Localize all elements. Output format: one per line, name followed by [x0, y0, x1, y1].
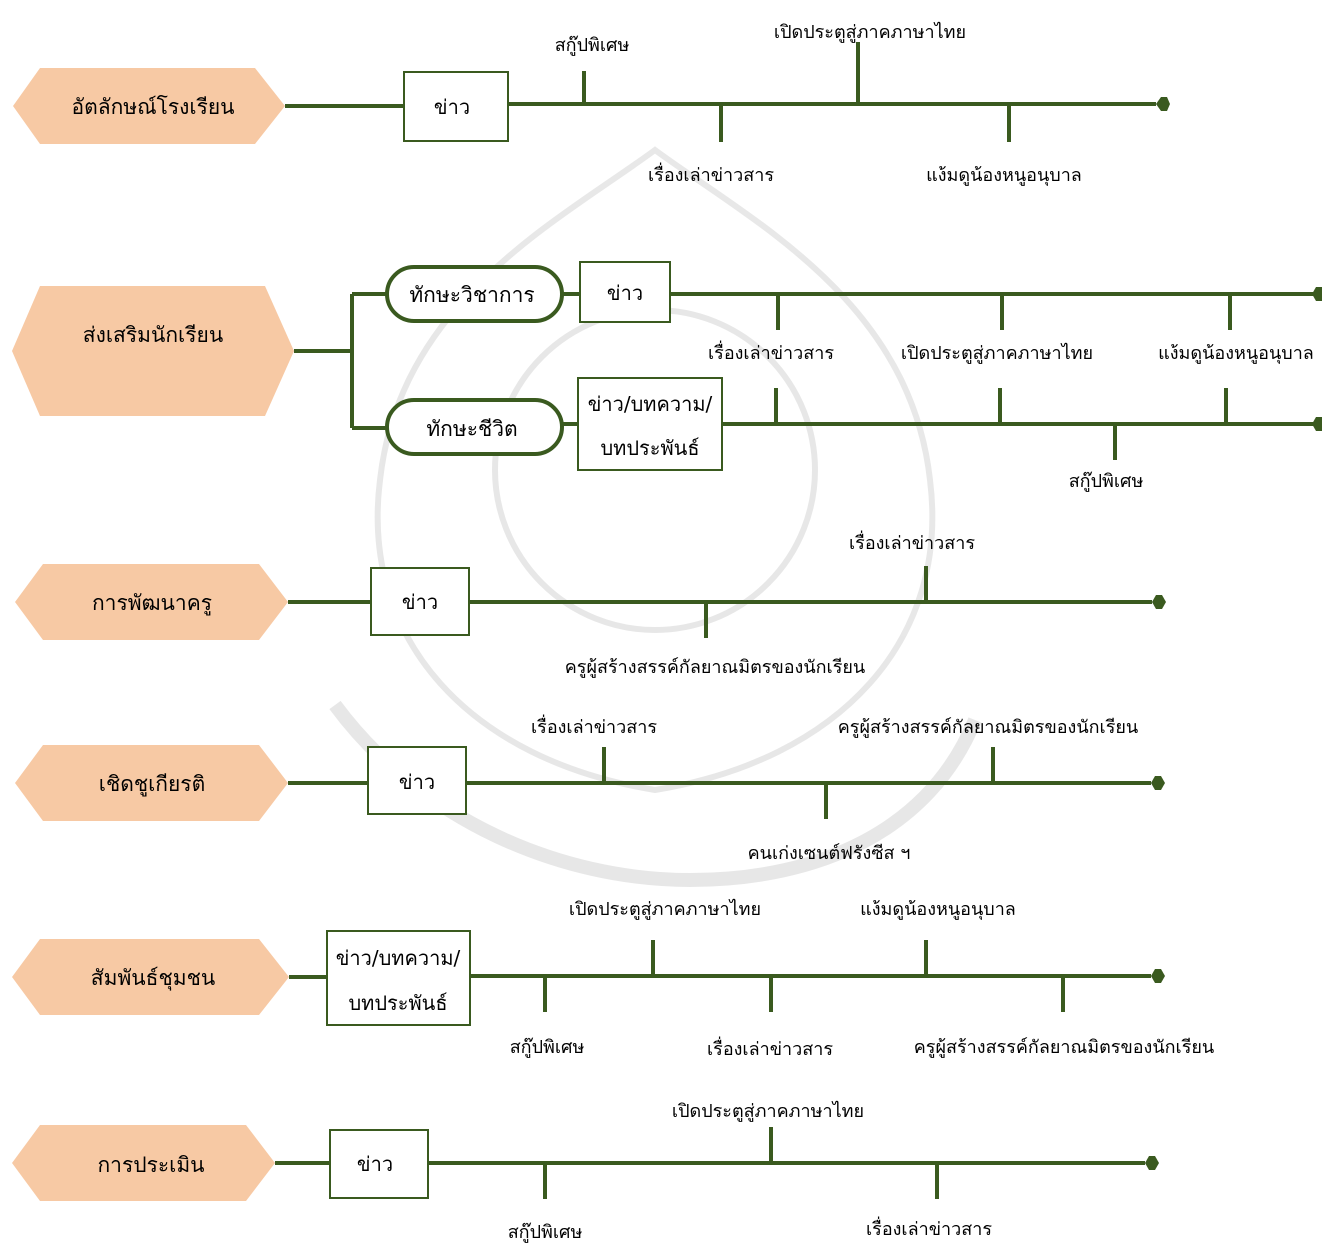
timeline-end-marker: [1312, 417, 1322, 431]
category-label: สัมพันธ์ชุมชน: [91, 966, 215, 991]
timeline-end-marker: [1156, 97, 1170, 111]
topic-label: คนเก่งเซนต์ฟรังซีส ฯ: [748, 843, 911, 864]
topic-label: สกู๊ปพิเศษ: [1069, 471, 1144, 492]
row-evaluation: การประเมิน ข่าว เปิดประตูสู่ภาคภาษาไทย ส…: [12, 1100, 1159, 1243]
timeline-end-marker: [1151, 969, 1165, 983]
topic-label: แง้มดูน้องหนูอนุบาล: [860, 899, 1016, 920]
topic-label: สกู๊ปพิเศษ: [510, 1037, 585, 1058]
timeline-end-marker: [1151, 776, 1165, 790]
category-hexagon: [12, 939, 289, 1015]
category-hexagon: [12, 286, 294, 416]
content-type-box: [403, 71, 509, 142]
category-label: ส่งเสริมนักเรียน: [83, 323, 223, 347]
topic-label: เปิดประตูสู่ภาคภาษาไทย: [901, 342, 1093, 364]
row-honors: เชิดชูเกียรติ ข่าว เรื่องเล่าข่าวสาร ครู…: [15, 714, 1165, 864]
category-hexagon: [15, 745, 288, 821]
topic-label: ครูผู้สร้างสรรค์กัลยาณมิตรของนักเรียน: [914, 1037, 1214, 1058]
row-teacher-development: การพัฒนาครู ข่าว เรื่องเล่าข่าวสาร ครูผู…: [15, 530, 1166, 678]
topic-label: เปิดประตูสู่ภาคภาษาไทย: [569, 898, 761, 920]
category-label: เชิดชูเกียรติ: [99, 772, 205, 797]
topic-label: สกู๊ปพิเศษ: [555, 35, 630, 56]
category-label: อัตลักษณ์โรงเรียน: [71, 95, 234, 119]
content-type-label: ข่าว/บทความ/: [336, 946, 461, 970]
topic-label: เรื่องเล่าข่าวสาร: [849, 530, 975, 554]
topic-label: สกู๊ปพิเศษ: [508, 1222, 583, 1243]
topic-label: เรื่องเล่าข่าวสาร: [866, 1216, 992, 1240]
topic-label: ครูผู้สร้างสรรค์กัลยาณมิตรของนักเรียน: [565, 657, 865, 678]
content-type-label: ข่าว: [607, 281, 643, 305]
content-type-box: [370, 567, 470, 636]
topic-label: ครูผู้สร้างสรรค์กัลยาณมิตรของนักเรียน: [838, 717, 1138, 738]
timeline-end-marker: [1152, 595, 1166, 609]
timeline-end-marker: [1145, 1156, 1159, 1170]
topic-label: เรื่องเล่าข่าวสาร: [708, 340, 834, 364]
category-hexagon: [13, 68, 285, 144]
content-type-label: ข่าว: [402, 590, 438, 614]
topic-label: เปิดประตูสู่ภาคภาษาไทย: [774, 21, 966, 43]
row-student-support: ส่งเสริมนักเรียน ทักษะวิชาการ ข่าว เรื่อ…: [12, 261, 1322, 492]
topic-label: เปิดประตูสู่ภาคภาษาไทย: [672, 1100, 864, 1122]
topic-label: เรื่องเล่าข่าวสาร: [531, 714, 657, 738]
topic-label: เรื่องเล่าข่าวสาร: [707, 1036, 833, 1060]
row-identity: อัตลักษณ์โรงเรียน ข่าว สกู๊ปพิเศษ เปิดปร…: [13, 21, 1170, 186]
category-label: การประเมิน: [97, 1153, 204, 1177]
content-type-label: บทประพันธ์: [600, 436, 699, 460]
content-type-label: ข่าว: [399, 770, 435, 794]
content-type-label: ข่าว: [434, 95, 470, 119]
skill-pill-label: ทักษะวิชาการ: [409, 283, 534, 307]
content-type-label: ข่าว: [357, 1152, 393, 1176]
skill-pill-label: ทักษะชีวิต: [426, 417, 517, 441]
skill-pill: [385, 398, 564, 456]
content-type-box: [367, 746, 467, 815]
category-hexagon: [15, 564, 288, 640]
content-type-label: บทประพันธ์: [348, 991, 447, 1015]
topic-label: แง้มดูน้องหนูอนุบาล: [926, 165, 1082, 186]
content-type-box: [579, 261, 671, 323]
topic-label: เรื่องเล่าข่าวสาร: [648, 162, 774, 186]
topic-label: แง้มดูน้องหนูอนุบาล: [1158, 343, 1314, 364]
category-hexagon: [12, 1125, 275, 1201]
timeline-end-marker: [1312, 287, 1322, 301]
content-type-box: [329, 1129, 429, 1199]
content-type-box: [326, 930, 471, 1026]
row-community: สัมพันธ์ชุมชน ข่าว/บทความ/ บทประพันธ์ เป…: [12, 898, 1214, 1060]
category-label: การพัฒนาครู: [92, 591, 212, 616]
content-type-box: [577, 377, 723, 471]
content-type-label: ข่าว/บทความ/: [588, 392, 713, 416]
